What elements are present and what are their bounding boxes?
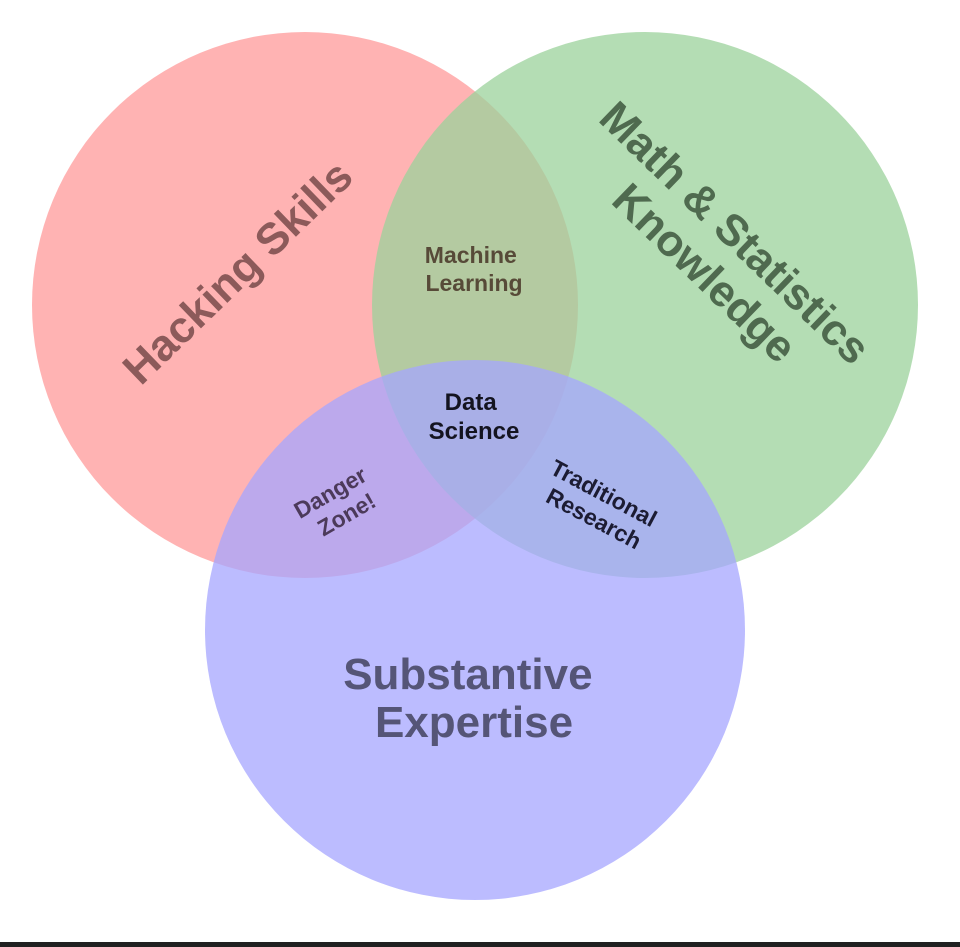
substantive-expertise-label-line-2: Expertise xyxy=(375,698,573,747)
substantive-expertise-label: Substantive Expertise xyxy=(343,650,605,747)
machine-learning-label-line-1: Machine xyxy=(425,242,517,268)
machine-learning-label: Machine Learning xyxy=(425,242,523,296)
substantive-expertise-circle xyxy=(205,360,745,900)
machine-learning-label-line-2: Learning xyxy=(425,270,522,296)
data-science-label-line-1: Data xyxy=(445,389,498,416)
substantive-expertise-label-line-1: Substantive xyxy=(343,650,592,699)
data-science-label-line-2: Science xyxy=(429,418,520,445)
bottom-border xyxy=(0,942,960,947)
data-science-label: Data Science xyxy=(429,389,520,445)
